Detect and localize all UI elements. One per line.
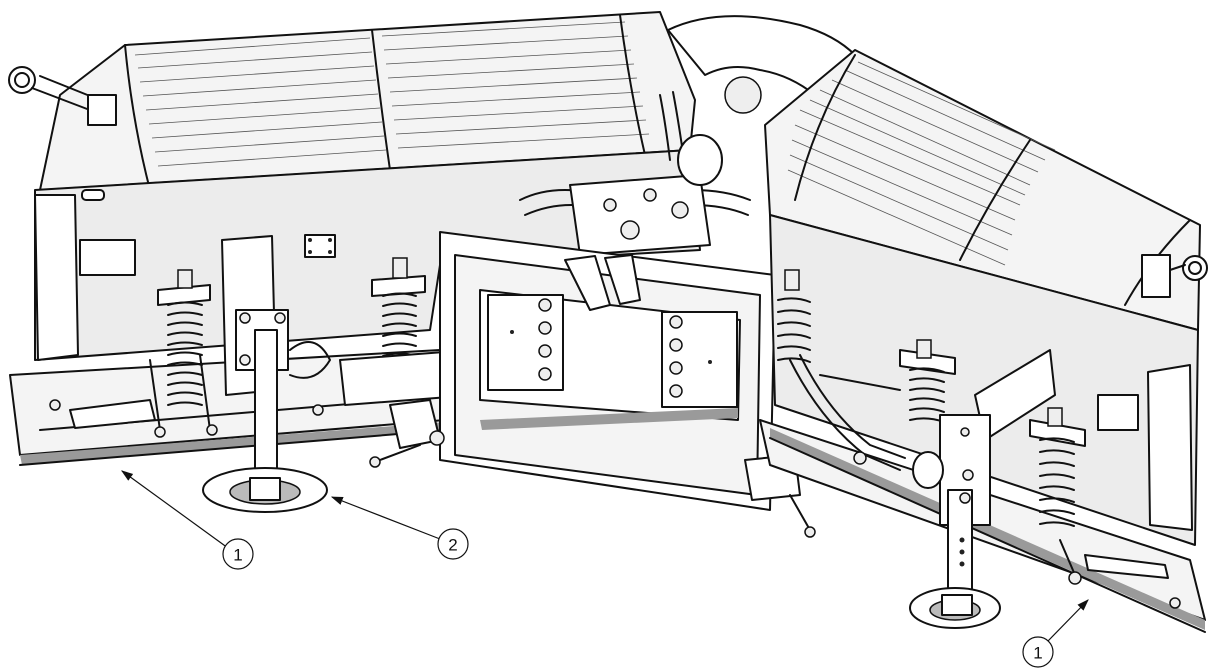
callout-1-right-label: 1 <box>1033 644 1042 663</box>
callout-1-right: 1 <box>1022 599 1089 668</box>
callout-2: 2 <box>330 496 469 560</box>
push-frame-bolts <box>510 298 712 398</box>
right-jack-stand <box>909 349 1056 629</box>
left-moldboard <box>8 11 701 466</box>
right-linkage <box>789 354 1181 609</box>
right-moldboard-ribs <box>787 61 1056 266</box>
left-moldboard-ribs <box>134 21 650 167</box>
left-hinge-brackets <box>49 354 324 438</box>
callout-2-label: 2 <box>448 536 457 555</box>
callout-1-left: 1 <box>121 470 254 570</box>
center-spring <box>777 269 811 363</box>
callout-1-left-label: 1 <box>233 546 242 565</box>
right-spring-2 <box>1029 407 1086 527</box>
push-frame <box>369 231 816 538</box>
left-spring-2 <box>371 257 426 357</box>
left-spring-1 <box>157 269 211 406</box>
left-jack-stand <box>202 235 331 513</box>
